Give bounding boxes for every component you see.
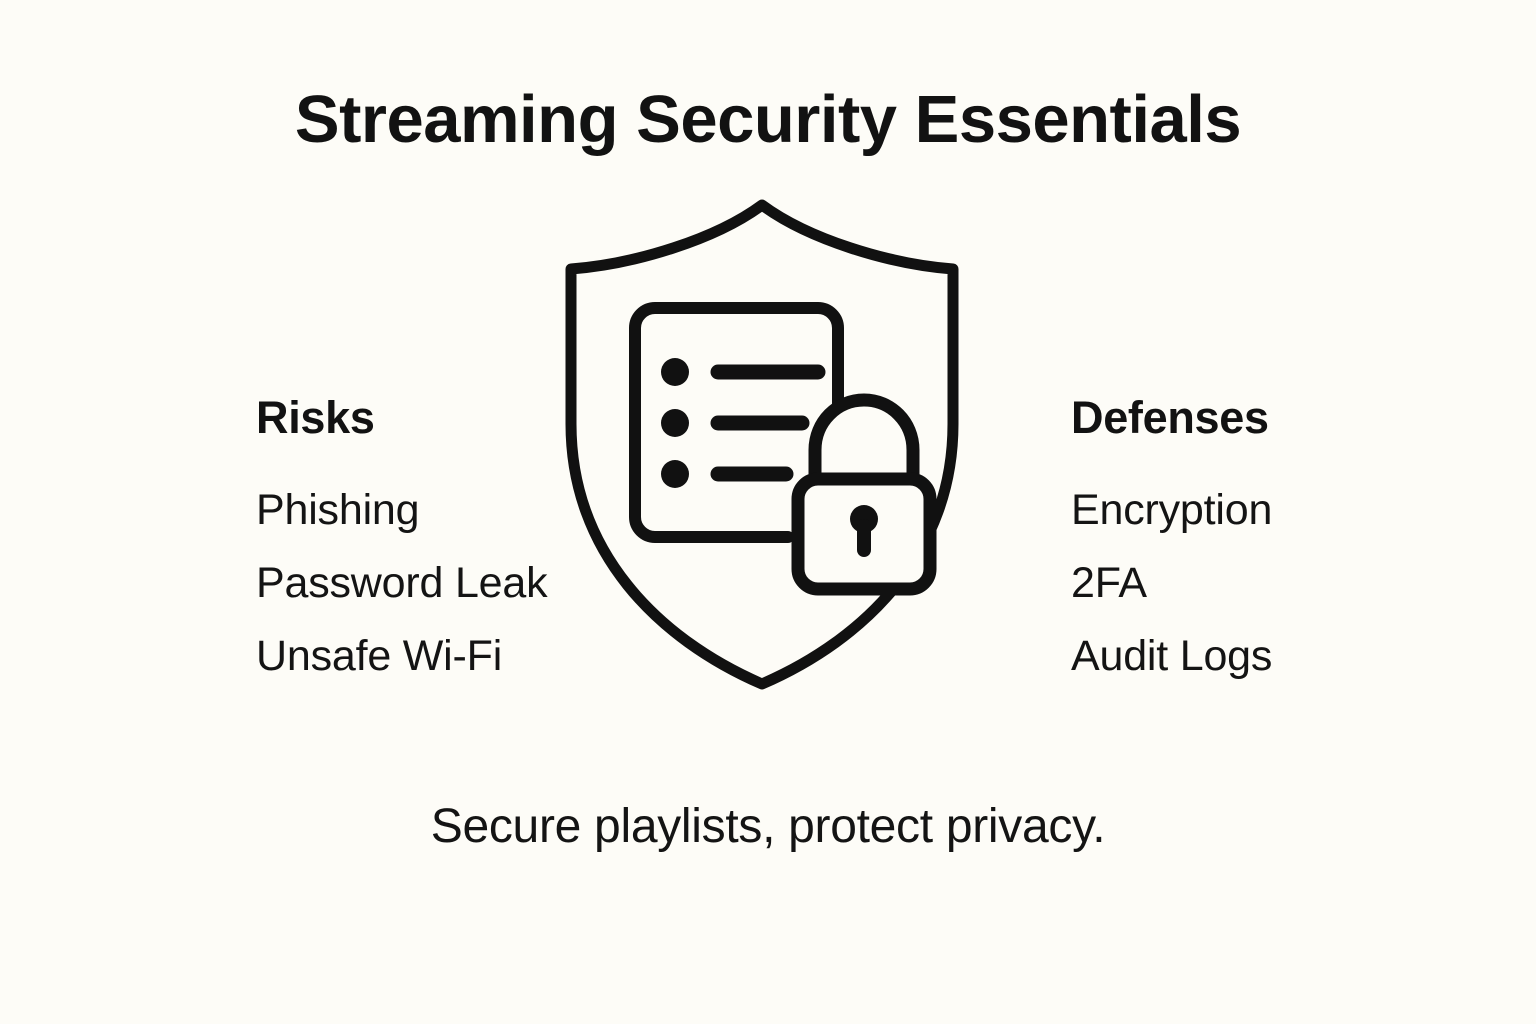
padlock-shackle [808, 393, 920, 486]
shield-outline [565, 199, 959, 690]
defenses-column: Defenses Encryption 2FA Audit Logs [1071, 392, 1371, 693]
checklist-document-outline [629, 302, 844, 543]
list-item: Phishing [256, 486, 420, 534]
checklist-bullet [661, 358, 689, 386]
checklist-bullet [661, 409, 689, 437]
checklist-bullet [661, 460, 689, 488]
page-title: Streaming Security Essentials [294, 82, 1242, 157]
list-item: Unsafe Wi-Fi [256, 632, 503, 680]
defenses-heading: Defenses [1071, 392, 1269, 443]
list-item: Audit Logs [1071, 632, 1273, 680]
risks-list: Phishing Password Leak Unsafe Wi-Fi [256, 474, 556, 693]
list-item: Encryption [1071, 486, 1273, 534]
padlock-keyhole-stem [857, 519, 871, 557]
footer-caption: Secure playlists, protect privacy. [430, 800, 1106, 853]
risks-column: Risks Phishing Password Leak Unsafe Wi-F… [256, 392, 556, 693]
defenses-list: Encryption 2FA Audit Logs [1071, 474, 1371, 693]
list-item: Password Leak [256, 559, 548, 607]
shield-with-checklist-and-lock-icon [556, 192, 980, 696]
risks-heading: Risks [256, 392, 375, 443]
list-item: 2FA [1071, 559, 1147, 607]
